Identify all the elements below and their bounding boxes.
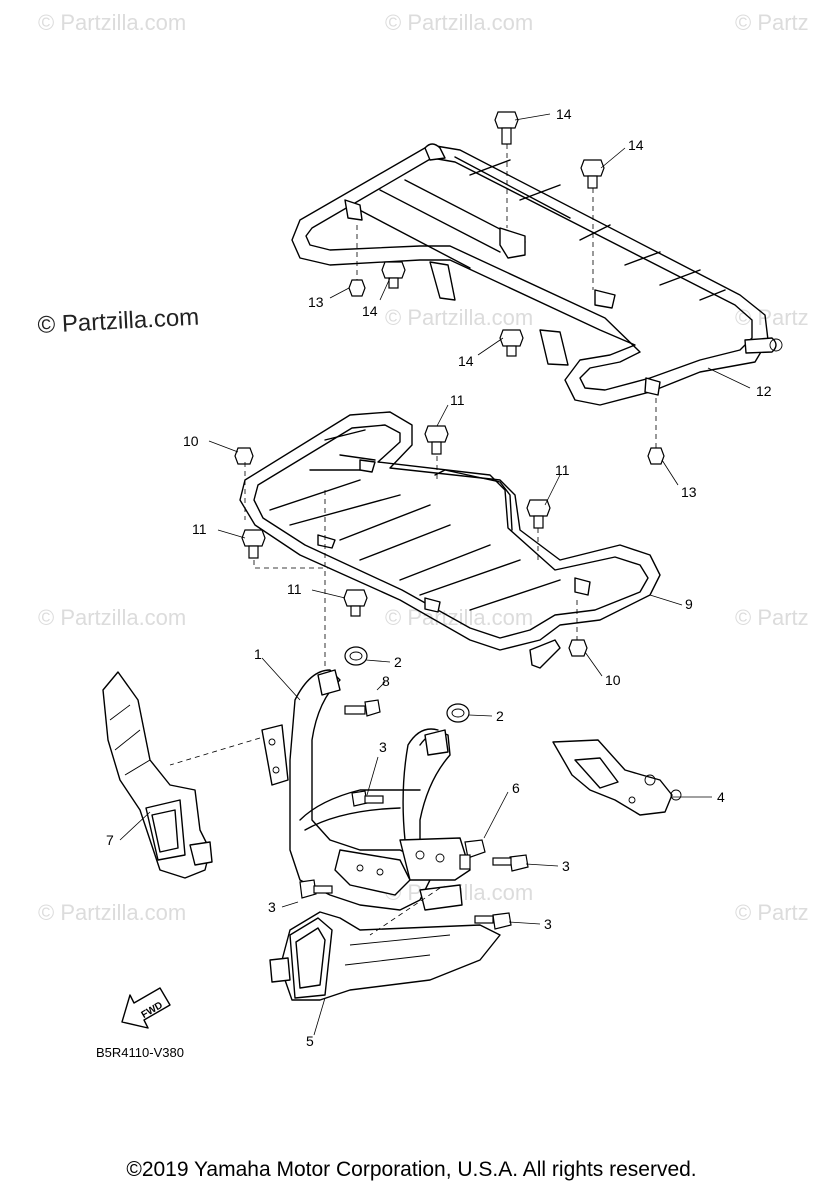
- front-carrier-9: [239, 411, 661, 669]
- watermark: © Partzilla.com: [38, 605, 186, 630]
- callout-3: 3: [562, 858, 570, 874]
- watermark: © Partz: [735, 900, 809, 925]
- watermark: © Partzilla.com: [38, 10, 186, 35]
- callout-14: 14: [556, 106, 572, 122]
- callout-12: 12: [756, 383, 772, 399]
- callout-11: 11: [287, 581, 302, 597]
- watermark: © Partzilla.com: [385, 305, 533, 330]
- callout-3: 3: [544, 916, 552, 932]
- callout-11: 11: [450, 392, 465, 408]
- front-cover-5: [269, 911, 501, 1001]
- callout-5: 5: [306, 1033, 314, 1049]
- watermark: © Partzilla.com: [385, 605, 533, 630]
- callout-4: 4: [717, 789, 725, 805]
- fwd-arrow-icon: FWD: [121, 987, 171, 1029]
- watermark: © Partz: [735, 10, 809, 35]
- watermark-main: © Partzilla.com: [37, 304, 200, 339]
- callout-2: 2: [394, 654, 402, 670]
- watermark: © Partz: [735, 605, 809, 630]
- callout-14: 14: [458, 353, 474, 369]
- callout-10: 10: [605, 672, 621, 688]
- callout-13: 13: [681, 484, 697, 500]
- diagram-code: B5R4110-V380: [96, 1045, 184, 1060]
- callout-11: 11: [555, 462, 570, 478]
- callout-3: 3: [268, 899, 276, 915]
- frame-1: [261, 669, 471, 911]
- bracket-4: [552, 739, 682, 816]
- rear-carrier-12: [291, 143, 783, 406]
- callout-labels: 14 14 14 14 13 13 12 11 11 11 11 10 10 9…: [106, 106, 772, 1049]
- watermark: © Partz: [735, 305, 809, 330]
- callout-2: 2: [496, 708, 504, 724]
- leader-lines: [119, 113, 751, 1036]
- callout-14: 14: [628, 137, 644, 153]
- callout-6: 6: [512, 780, 520, 796]
- callout-10: 10: [183, 433, 199, 449]
- bolts: [234, 111, 665, 930]
- side-cover-7: [102, 671, 213, 879]
- watermark: © Partzilla.com: [385, 10, 533, 35]
- callout-13: 13: [308, 294, 324, 310]
- copyright-footer: ©2019 Yamaha Motor Corporation, U.S.A. A…: [126, 1158, 697, 1181]
- assembly-lines: [169, 144, 657, 936]
- callout-3: 3: [379, 739, 387, 755]
- callout-11: 11: [192, 521, 207, 537]
- callout-1: 1: [254, 646, 262, 662]
- callout-7: 7: [106, 832, 114, 848]
- watermark: © Partzilla.com: [38, 900, 186, 925]
- callout-8: 8: [382, 673, 390, 689]
- callout-9: 9: [685, 596, 693, 612]
- callout-14: 14: [362, 303, 378, 319]
